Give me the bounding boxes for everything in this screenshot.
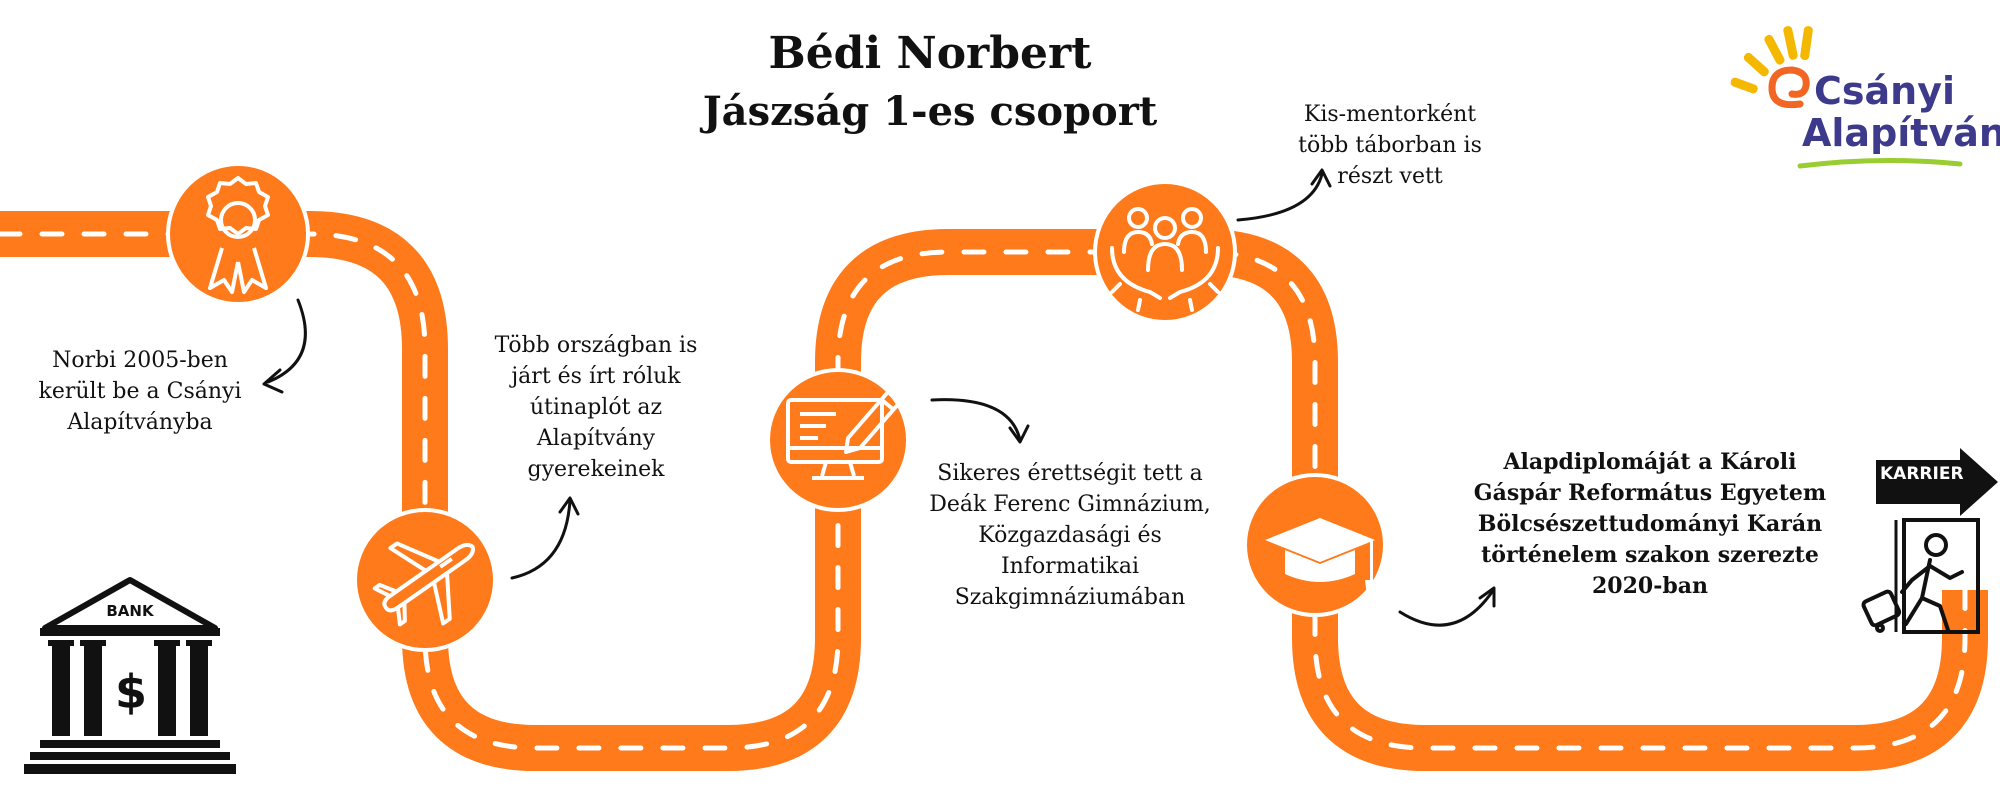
note-line: Szakgimnáziumában bbox=[954, 585, 1186, 610]
logo-line2: Alapítvány bbox=[1802, 111, 2000, 155]
note-line: került be a Csányi bbox=[38, 379, 242, 404]
milestone-computer bbox=[766, 368, 910, 512]
graduation-cap-icon bbox=[1265, 518, 1378, 596]
note-mentor: Kis-mentorként több táborban is részt ve… bbox=[1270, 99, 1510, 192]
note-line: 2020-ban bbox=[1592, 573, 1708, 599]
note-line: Kis-mentorként bbox=[1303, 102, 1477, 127]
note-line: történelem szakon szerezte bbox=[1481, 542, 1819, 568]
note-line: Alapítvány bbox=[536, 426, 656, 451]
note-line: Közgazdasági és bbox=[978, 523, 1162, 548]
note-line: részt vett bbox=[1337, 164, 1443, 189]
airplane-icon bbox=[372, 541, 475, 627]
note-line: útinaplót az bbox=[529, 395, 663, 420]
group-subtitle: Jászság 1-es csoport bbox=[702, 88, 1158, 135]
bank-icon bbox=[24, 577, 236, 774]
note-line: Több országban is bbox=[494, 333, 698, 358]
logo-swirl bbox=[1768, 66, 1810, 109]
note-line: Sikeres érettségit tett a bbox=[937, 461, 1203, 486]
milestone-mentor bbox=[1093, 180, 1237, 324]
note-travel: Több országban is járt és írt róluk útin… bbox=[476, 330, 716, 485]
arrow-award-note bbox=[262, 298, 307, 394]
note-line: Bölcsészettudományi Karán bbox=[1477, 511, 1823, 537]
csanyi-logo bbox=[1730, 26, 1963, 169]
bank-dollar-symbol: $ bbox=[115, 665, 147, 719]
note-line: Alapítványba bbox=[67, 410, 213, 435]
logo-line1: Csányi bbox=[1814, 69, 1955, 113]
person-name-title: Bédi Norbert bbox=[768, 28, 1092, 79]
computer-edit-icon bbox=[786, 390, 902, 480]
logo-underline bbox=[1797, 157, 1963, 169]
arrow-airplane-note bbox=[510, 496, 580, 580]
career-sign-label: KARRIER bbox=[1880, 464, 1964, 484]
note-line: Gáspár Református Egyetem bbox=[1473, 480, 1827, 506]
note-line: Norbi 2005-ben bbox=[52, 348, 228, 373]
note-line: több táborban is bbox=[1298, 133, 1482, 158]
caring-hands-group-icon bbox=[1110, 207, 1220, 312]
note-university: Alapdiplomáját a Károli Gáspár Reformátu… bbox=[1450, 447, 1850, 602]
note-line: Informatikai bbox=[1000, 554, 1140, 579]
note-line: Deák Ferenc Gimnázium, bbox=[929, 492, 1211, 517]
logo-sun-rays bbox=[1730, 26, 1813, 94]
arrows bbox=[262, 168, 1496, 627]
note-line: Alapdiplomáját a Károli bbox=[1503, 449, 1797, 475]
arrow-computer-note bbox=[930, 398, 1030, 444]
note-award: Norbi 2005-ben került be a Csányi Alapít… bbox=[20, 345, 260, 438]
arrow-mentor-note bbox=[1236, 168, 1332, 222]
milestone-graduation bbox=[1243, 473, 1387, 617]
note-graduation-school: Sikeres érettségit tett a Deák Ferenc Gi… bbox=[910, 458, 1230, 613]
arrow-graduation-note bbox=[1398, 586, 1496, 627]
milestone-airplane bbox=[353, 508, 497, 652]
road-center-dashes bbox=[0, 231, 1968, 751]
milestone-award bbox=[166, 162, 310, 306]
award-ribbon-icon bbox=[206, 176, 270, 294]
bank-label: BANK bbox=[106, 602, 154, 620]
note-line: gyerekeinek bbox=[527, 457, 665, 482]
note-line: járt és írt róluk bbox=[511, 364, 681, 389]
career-exit-icon bbox=[1861, 448, 1998, 634]
